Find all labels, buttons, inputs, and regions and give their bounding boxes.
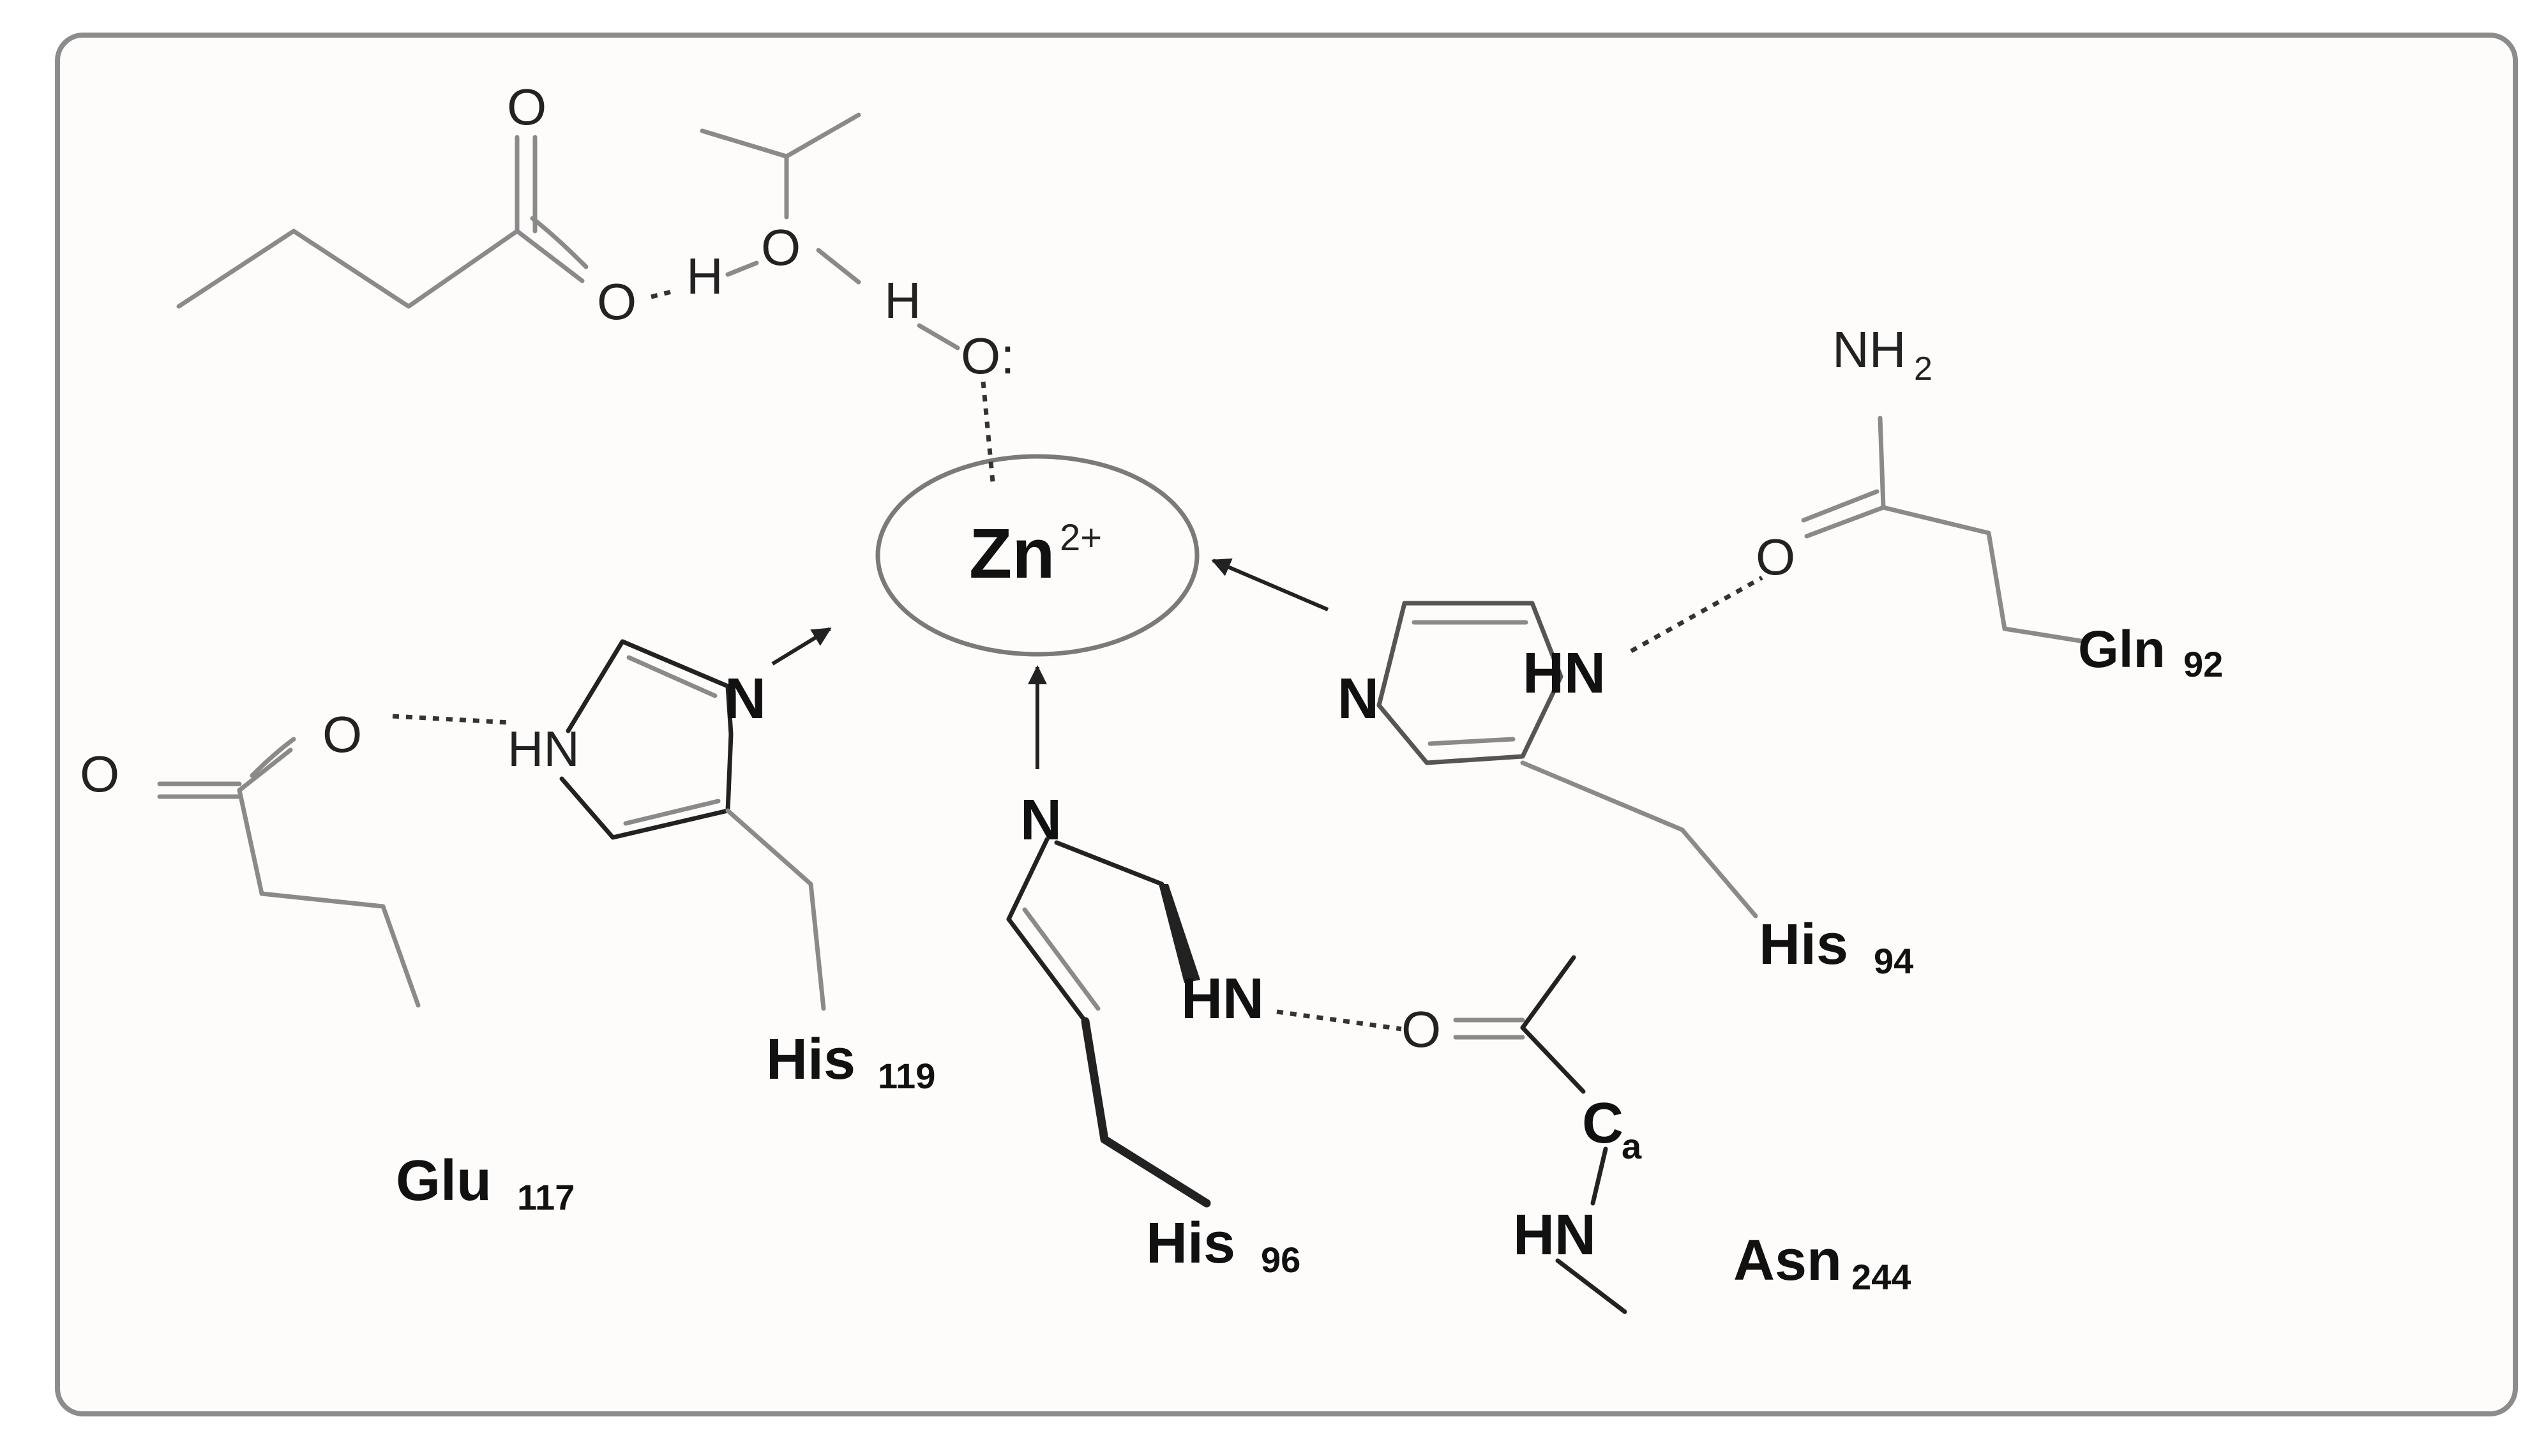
coord-his119-zinc [771, 627, 832, 666]
residue-name: His [766, 1028, 855, 1092]
gln-nh-sub: 2 [1914, 350, 1932, 387]
coord-hydroxide-zinc [981, 381, 995, 483]
glu117-sidechain: O O [80, 706, 511, 1008]
glu-carboxylate-o: O [322, 706, 362, 763]
residue-label-glu117: Glu 117 [396, 1149, 575, 1217]
top-carboxylate: O O [176, 79, 677, 330]
his94-n: N [1337, 667, 1379, 731]
gln92-sidechain: NH 2 O [1756, 321, 2087, 644]
his96-wedge-bond [1159, 884, 1200, 983]
residue-number: 92 [2183, 644, 2223, 684]
zinc-ion: Zn 2+ [875, 454, 1200, 657]
gln-nh: NH [1832, 321, 1906, 378]
residue-label-his119: His 119 [766, 1028, 935, 1096]
residue-name: Asn [1733, 1229, 1842, 1293]
his119-imidazole: HN N [508, 627, 832, 1011]
his96-sidechain: N HN [1006, 665, 1402, 1208]
top-carbonyl-o: O [507, 79, 546, 135]
residue-label-asn244: Asn 244 [1733, 1229, 1911, 1297]
residue-number: 244 [1851, 1257, 1911, 1297]
his94-hn: HN [1523, 642, 1606, 705]
residue-name: Glu [396, 1149, 492, 1213]
isopropanol-water: H O H O: [686, 112, 1014, 483]
residue-number: 117 [517, 1177, 575, 1217]
residue-name: His [1146, 1212, 1235, 1275]
water-o: O [761, 219, 801, 276]
residue-label-gln92: Gln 92 [2078, 620, 2223, 684]
his119-n: N [725, 667, 766, 731]
water-h-right: H [884, 272, 921, 329]
zinc-bound-hydroxide: O: [961, 327, 1014, 384]
asn-carbonyl-o: O [1401, 1001, 1441, 1058]
residue-name: His [1759, 913, 1848, 977]
zinc-charge: 2+ [1060, 517, 1102, 559]
residue-number: 119 [878, 1056, 935, 1096]
zinc-ellipse [875, 454, 1200, 657]
his96-hn: HN [1181, 967, 1264, 1031]
zinc-symbol: Zn [969, 514, 1055, 593]
hbond-his94-gln92 [1630, 575, 1763, 654]
hbond-glu-his119 [392, 714, 511, 725]
asn244-backbone: O C a HN [1401, 955, 1642, 1314]
glu-carbonyl-o: O [80, 746, 119, 802]
diagram-frame [55, 33, 2518, 1416]
hbond-glu-water [651, 288, 677, 299]
asn-c-alpha-sub: a [1622, 1126, 1642, 1166]
water-h-left: H [686, 248, 723, 304]
his94-ring: N HN [1211, 558, 1763, 919]
residue-number: 94 [1874, 941, 1913, 981]
residue-label-his94: His 94 [1759, 913, 1913, 981]
gln-carbonyl-o: O [1756, 529, 1795, 585]
top-carboxylate-o: O [597, 273, 636, 330]
residue-label-his96: His 96 [1146, 1212, 1300, 1280]
residue-name: Gln [2078, 620, 2166, 679]
residue-number: 96 [1261, 1240, 1300, 1280]
asn-hn: HN [1513, 1203, 1596, 1267]
asn-c-alpha: C [1582, 1092, 1623, 1155]
coord-his94-zinc [1211, 558, 1329, 612]
